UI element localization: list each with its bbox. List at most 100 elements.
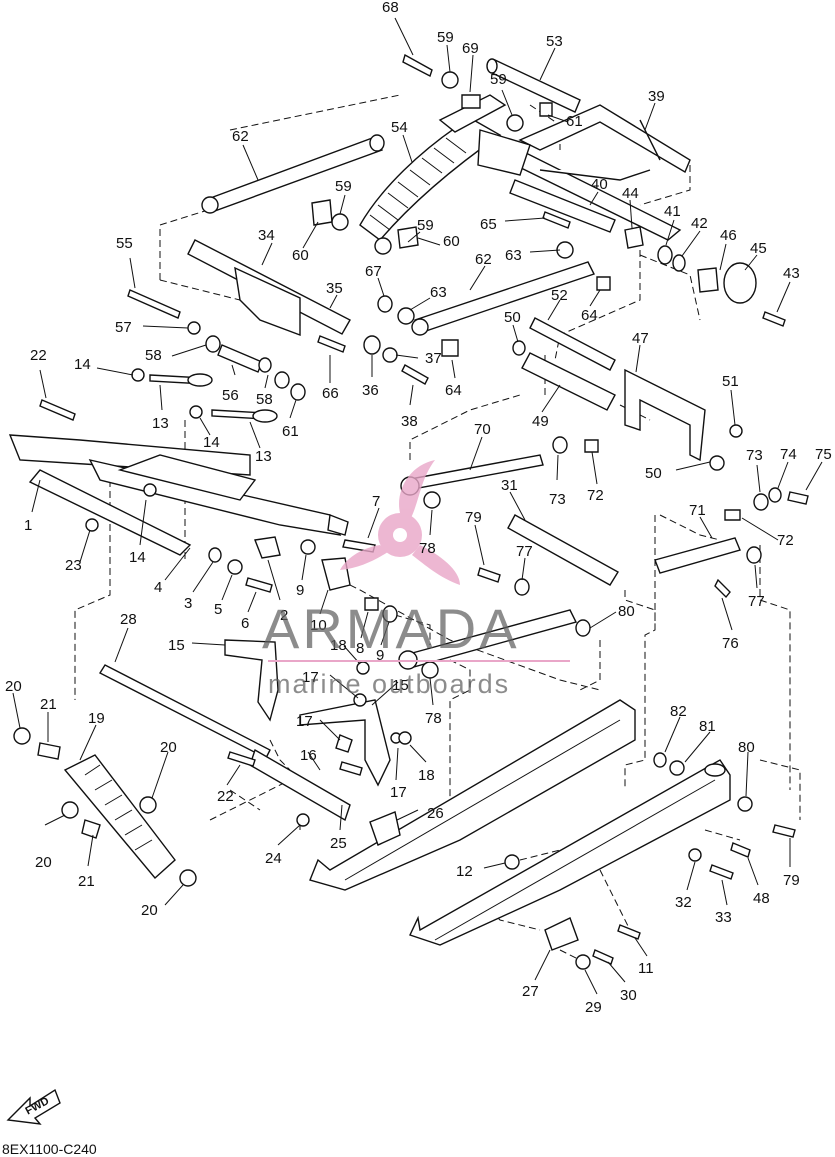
callout-number: 60 [443,233,460,250]
callout-number: 16 [300,747,317,764]
callout-number: 80 [618,603,635,620]
callout-number: 35 [326,280,343,297]
callout-number: 58 [256,391,273,408]
callout-number: 14 [74,356,91,373]
callout-number: 77 [748,593,765,610]
callout-number: 1 [24,517,32,534]
callout-number: 73 [746,447,763,464]
callout-number: 39 [648,88,665,105]
callout-number: 47 [632,330,649,347]
callout-number: 32 [675,894,692,911]
callout-number: 61 [566,113,583,130]
callout-number: 28 [120,611,137,628]
callout-number: 66 [322,385,339,402]
callout-number: 82 [670,703,687,720]
assembly-guide-lines [74,94,801,961]
callout-number: 21 [78,873,95,890]
callout-number: 33 [715,909,732,926]
callout-number: 59 [437,29,454,46]
callout-number: 42 [691,215,708,232]
callout-number: 70 [474,421,491,438]
callout-number: 10 [310,617,327,634]
callout-number: 21 [40,696,57,713]
callout-number: 18 [330,637,347,654]
callout-number: 27 [522,983,539,1000]
callout-number: 48 [753,890,770,907]
callout-number: 13 [152,415,169,432]
callout-number: 4 [154,579,162,596]
callout-number: 69 [462,40,479,57]
callout-number: 64 [581,307,598,324]
callout-number: 59 [417,217,434,234]
callout-number: 5 [214,601,222,618]
callout-number: 25 [330,835,347,852]
callout-number: 76 [722,635,739,652]
callout-number: 18 [418,767,435,784]
callout-number: 34 [258,227,275,244]
callout-number: 11 [638,960,654,977]
callout-number: 51 [722,373,739,390]
callout-number: 73 [549,491,566,508]
callout-number: 67 [365,263,382,280]
callout-number: 62 [475,251,492,268]
callout-number: 7 [372,493,380,510]
fastener-shapes [13,53,809,970]
callout-number: 75 [815,446,832,463]
diagram-code: 8EX1100-C240 [2,1141,97,1157]
callout-number: 41 [664,203,681,220]
callout-number: 61 [282,423,299,440]
callout-number: 46 [720,227,737,244]
callout-number: 44 [622,185,639,202]
callout-number: 58 [145,347,162,364]
callout-number: 64 [445,382,462,399]
callout-number: 80 [738,739,755,756]
callout-number: 50 [645,465,662,482]
callout-number: 68 [382,0,399,16]
callout-number: 26 [427,805,444,822]
callout-number: 59 [335,178,352,195]
callout-number: 14 [203,434,220,451]
callout-number: 63 [430,284,447,301]
callout-number: 54 [391,119,408,136]
callout-number: 60 [292,247,309,264]
callout-number: 78 [425,710,442,727]
callout-number: 78 [419,540,436,557]
callout-number: 53 [546,33,563,50]
callout-number: 17 [302,669,319,686]
callout-number: 77 [516,543,533,560]
callout-number: 17 [296,713,313,730]
callout-number: 45 [750,240,767,257]
callout-number: 20 [160,739,177,756]
callout-number: 43 [783,265,800,282]
fwd-arrow-icon: FWD [6,1088,61,1125]
callout-number: 20 [35,854,52,871]
callout-number: 8 [356,640,364,657]
callout-number: 6 [241,615,249,632]
callout-number: 23 [65,557,82,574]
callout-number: 20 [141,902,158,919]
callout-number: 12 [456,863,473,880]
callout-number: 71 [689,502,706,519]
callout-number: 55 [116,235,133,252]
callout-number: 22 [217,788,234,805]
rear-arm-shock-assembly [8,58,757,951]
callout-number: 31 [501,477,518,494]
callout-number: 22 [30,347,47,364]
callout-number: 14 [129,549,146,566]
leader-lines [12,17,823,995]
callout-number: 65 [480,216,497,233]
callout-number: 13 [255,448,272,465]
callout-number: 20 [5,678,22,695]
callout-number: 56 [222,387,239,404]
callout-number: 36 [362,382,379,399]
callout-number: 9 [376,647,384,664]
watermark-tagline: marine outboards [268,669,511,699]
watermark-brand: ARMADA [262,597,520,660]
callout-number: 37 [425,350,442,367]
callout-number: 19 [88,710,105,727]
callout-number: 24 [265,850,282,867]
callout-number: 59 [490,71,507,88]
